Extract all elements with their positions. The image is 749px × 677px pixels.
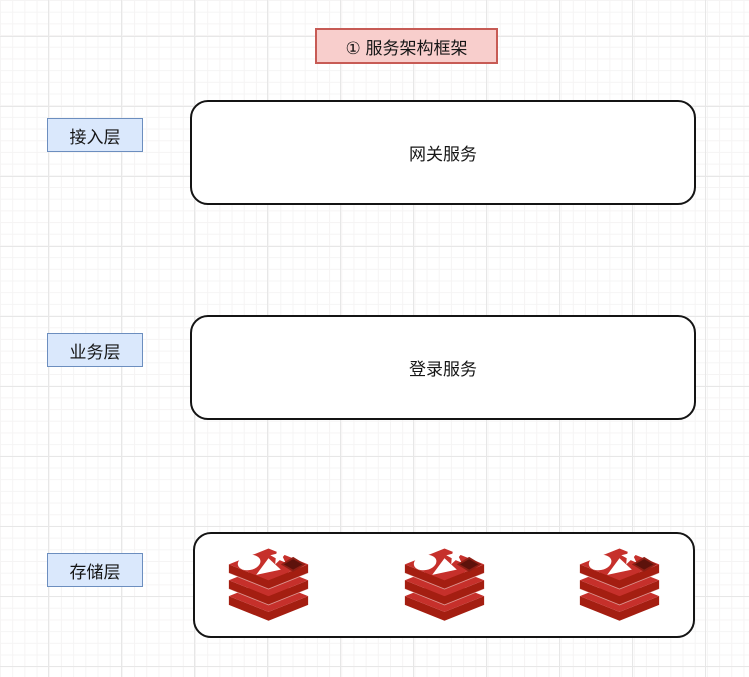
layer-label-access-text: 接入层 (69, 127, 121, 147)
service-box-gateway[interactable]: 网关服务 (190, 100, 696, 205)
redis-database-icon[interactable] (220, 545, 317, 626)
diagram-title-label: ① 服务架构框架 (345, 38, 468, 58)
login-service-label: 登录服务 (409, 360, 477, 379)
layer-label-storage[interactable]: 存储层 (47, 553, 143, 587)
redis-database-icon[interactable] (571, 545, 668, 626)
service-box-login[interactable]: 登录服务 (190, 315, 696, 420)
layer-label-storage-text: 存储层 (69, 562, 121, 582)
gateway-service-label: 网关服务 (409, 145, 477, 164)
layer-label-business-text: 业务层 (69, 342, 121, 362)
storage-box[interactable] (193, 532, 695, 638)
redis-database-icon[interactable] (396, 545, 493, 626)
layer-label-access[interactable]: 接入层 (47, 118, 143, 152)
layer-label-business[interactable]: 业务层 (47, 333, 143, 367)
diagram-title-box[interactable]: ① 服务架构框架 (315, 28, 498, 64)
